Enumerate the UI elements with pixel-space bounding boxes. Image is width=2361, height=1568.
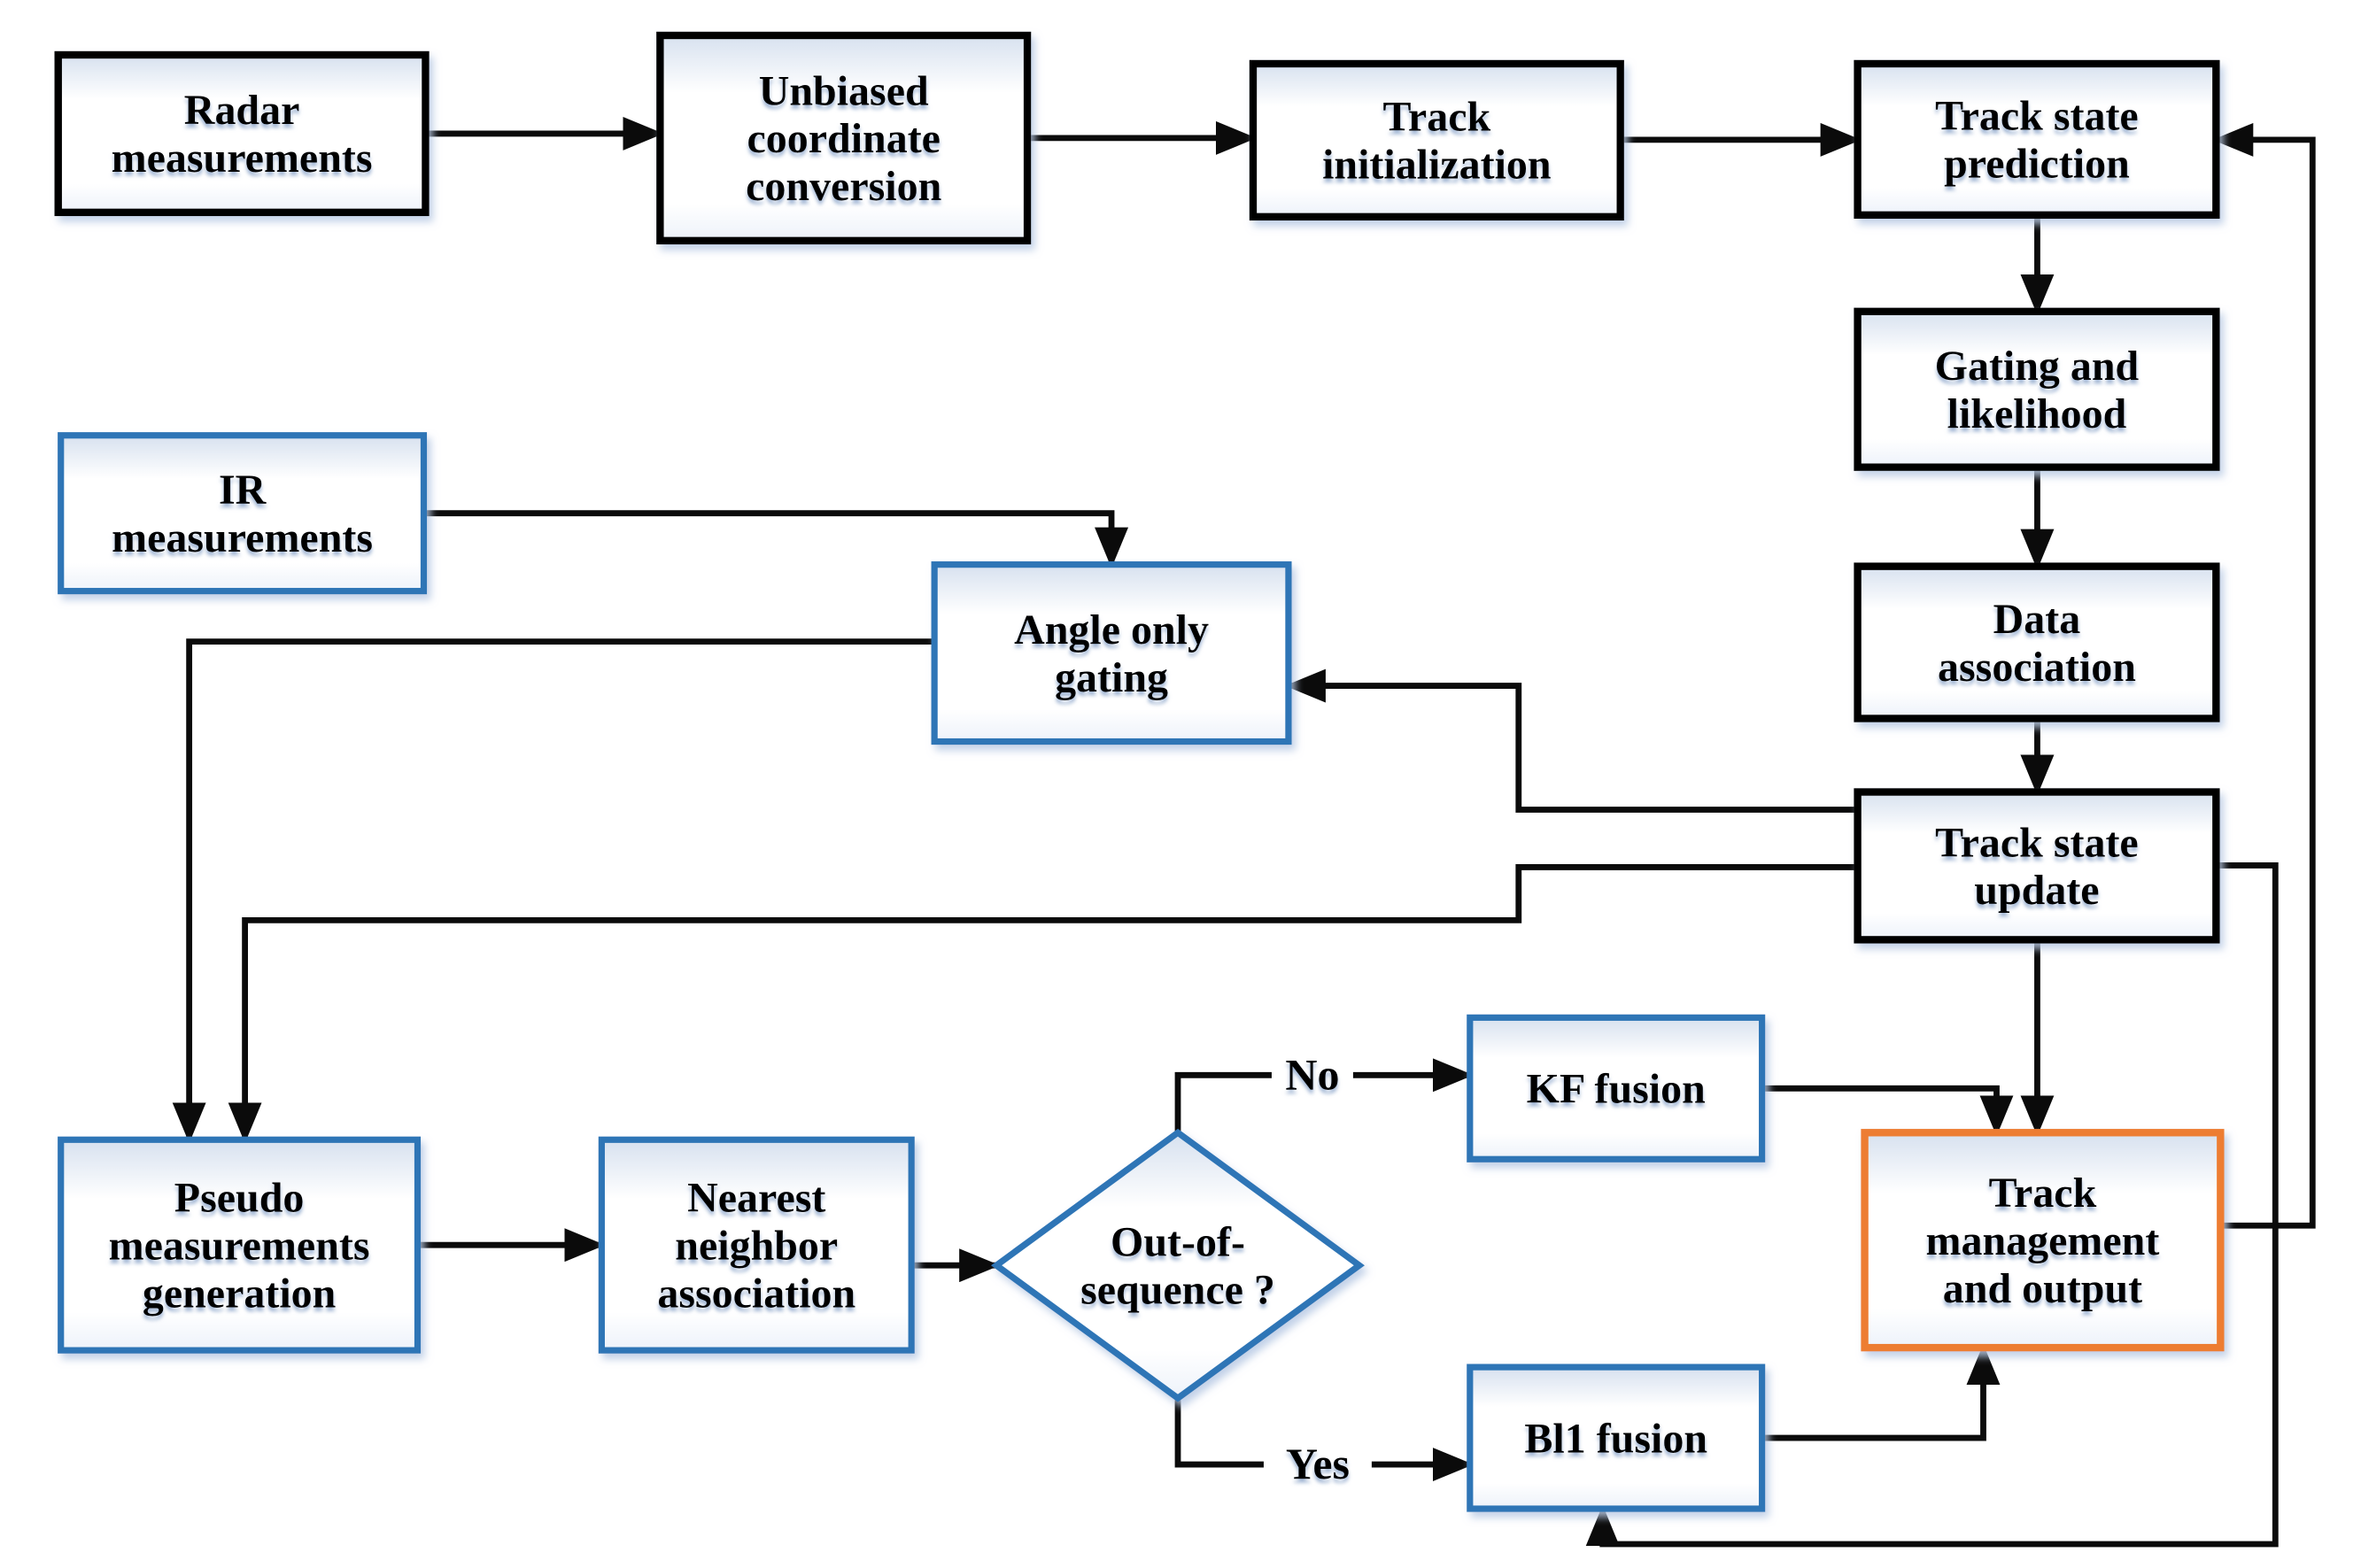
- node-shape-ir-measurements: [58, 432, 428, 595]
- node-shape-kf-fusion: [1467, 1014, 1766, 1162]
- edge-management-to-prediction: [2212, 122, 2316, 1229]
- node-shape-angle-only-gating: [931, 561, 1292, 745]
- node-shape-track-management-and-output: [1861, 1129, 2225, 1352]
- node-shape-out-of-sequence-decision: [991, 1128, 1365, 1402]
- edge-update-to-angle-gating: [1284, 668, 1858, 813]
- node-label-kf-fusion: KF fusion: [1527, 1066, 1706, 1113]
- node-label-bl1-fusion: Bl1 fusion: [1524, 1415, 1707, 1462]
- edge-update-to-bl1: [1585, 862, 2279, 1548]
- connector-lines: [172, 116, 2316, 1548]
- node-shape-track-state-prediction: [1854, 59, 2220, 220]
- node-kf-fusion: KF fusion: [1467, 1014, 1766, 1162]
- node-shape-nearest-neighbor-association: [598, 1136, 915, 1354]
- edge-ir-to-angle-gating: [423, 510, 1129, 568]
- node-shape-bl1-fusion: [1467, 1363, 1766, 1512]
- node-out-of-sequence-decision: Out-of-sequence ?: [991, 1128, 1365, 1402]
- edge-bl1-to-management: [1761, 1344, 2001, 1441]
- edge-decision-yes-to-bl1: [1174, 1398, 1474, 1482]
- edge-label-no-bg: [1271, 1047, 1353, 1104]
- edge-label-yes: Yes: [1286, 1439, 1350, 1488]
- node-shape-track-state-update: [1854, 788, 2220, 944]
- edge-label-yes-bg: [1263, 1436, 1372, 1494]
- node-shape-track-initialization: [1249, 59, 1624, 221]
- node-bl1-fusion: Bl1 fusion: [1467, 1363, 1766, 1512]
- node-shape-radar-measurements: [54, 50, 430, 217]
- node-shape-unbiased-coordinate-conversion: [656, 31, 1032, 245]
- node-shape-gating-and-likelihood: [1854, 307, 2220, 471]
- edge-decision-no-to-kf: [1174, 1058, 1474, 1133]
- edge-kf-to-management: [1761, 1085, 2014, 1137]
- edge-label-no: No: [1285, 1049, 1339, 1099]
- edge-update-to-pseudo: [228, 864, 1858, 1144]
- node-shape-pseudo-measurements-generation: [58, 1136, 422, 1354]
- edge-angle-gating-to-pseudo: [172, 638, 935, 1144]
- node-shape-data-association: [1854, 562, 2220, 722]
- node-label-out-of-sequence-decision: Out-of-sequence ?: [1080, 1219, 1275, 1314]
